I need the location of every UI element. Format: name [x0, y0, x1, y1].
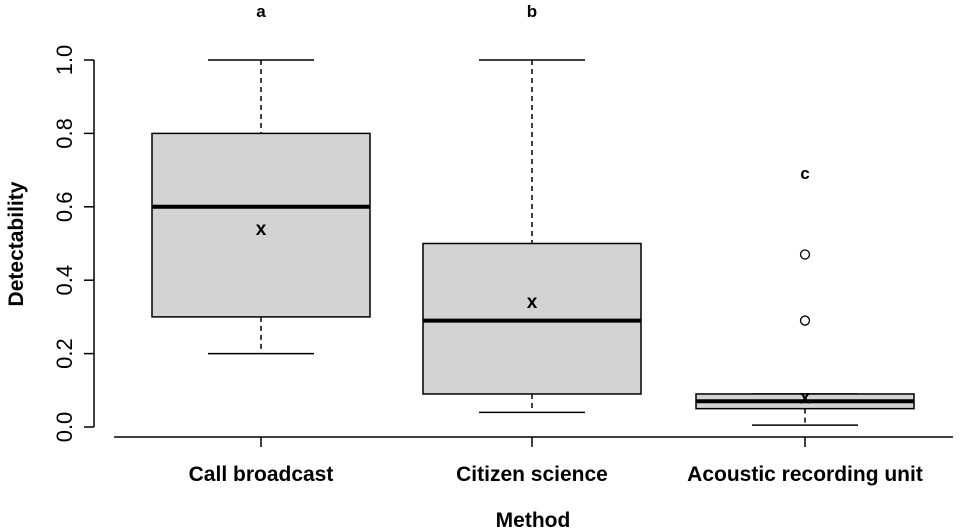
significance-letter: c	[800, 164, 809, 183]
y-tick-label: 0.6	[52, 192, 77, 223]
box-group: xa	[151, 2, 371, 355]
significance-letter: a	[256, 2, 266, 21]
outlier-point	[799, 315, 811, 326]
box-iqr	[151, 132, 371, 318]
x-tick-label: Call broadcast	[189, 463, 334, 486]
mean-marker: x	[527, 292, 538, 313]
x-axis-title: Method	[496, 509, 571, 531]
significance-letter: b	[527, 2, 537, 21]
y-tick-label: 0.2	[52, 338, 77, 369]
x-tick-label: Acoustic recording unit	[687, 463, 923, 486]
mean-marker: x	[800, 388, 811, 409]
y-tick-label: 0.0	[52, 412, 77, 443]
y-tick-label: 0.8	[52, 118, 77, 149]
x-tick-label: Citizen science	[456, 463, 608, 486]
outlier-point	[799, 249, 811, 260]
y-tick-label: 1.0	[52, 45, 77, 76]
mean-marker: x	[256, 219, 267, 240]
box-group: xb	[422, 2, 642, 414]
y-tick-label: 0.4	[52, 265, 77, 296]
y-axis-title: Detectability	[5, 181, 28, 306]
box-group: xc	[695, 164, 915, 426]
